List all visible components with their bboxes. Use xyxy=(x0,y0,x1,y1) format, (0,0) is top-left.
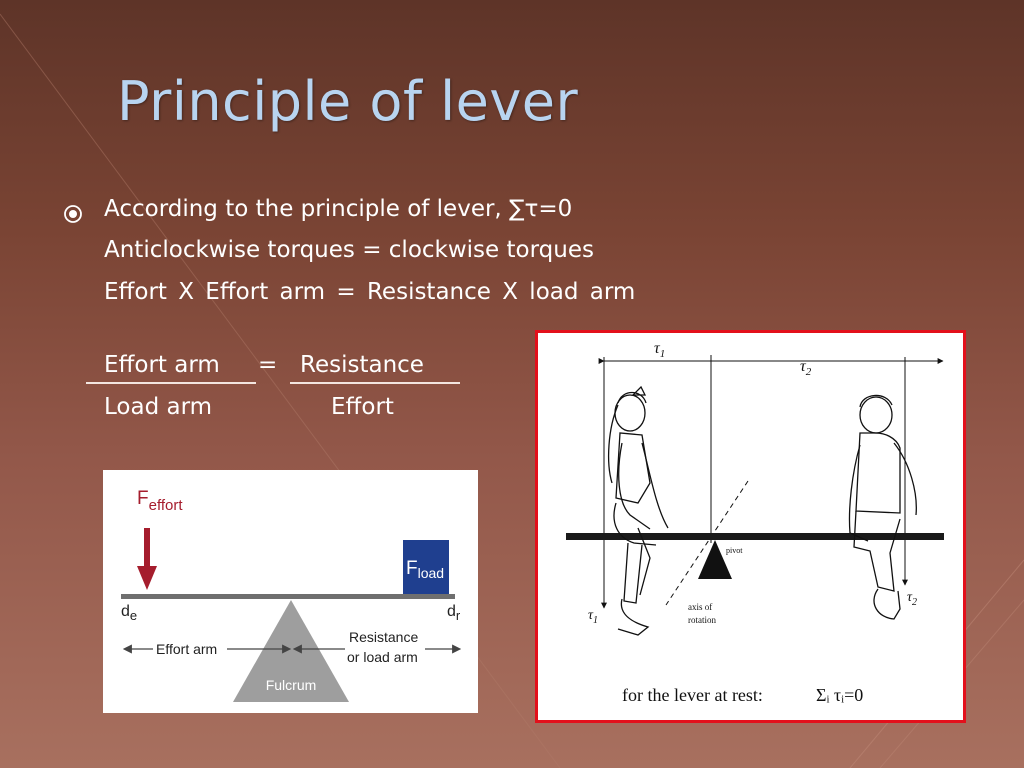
load-box xyxy=(403,540,449,594)
boy-figure xyxy=(848,394,917,620)
fraction-left-numerator: Effort arm xyxy=(104,352,220,378)
fraction-left-denominator: Load arm xyxy=(104,394,213,420)
axis-label-1: axis of xyxy=(688,602,712,612)
seesaw-caption: for the lever at rest: xyxy=(622,685,763,705)
torque-line: Anticlockwise torques = clockwise torque… xyxy=(104,237,594,263)
load-force-label: Fload xyxy=(406,558,444,581)
girl-figure xyxy=(607,385,669,636)
effort-arrow-icon xyxy=(137,528,157,590)
fraction-right-denominator: Effort xyxy=(331,394,394,420)
pivot-label: pivot xyxy=(726,546,743,555)
tau1-top-label: τ1 xyxy=(654,340,665,360)
fraction-bar-left xyxy=(86,382,256,384)
seesaw-diagram: τ1 τ2 pivot axis of rotation xyxy=(535,330,966,723)
fraction-right-numerator: Resistance xyxy=(300,352,424,378)
principle-line: According to the principle of lever, ∑τ=… xyxy=(104,196,573,222)
seesaw-equation: Σᵢ τᵢ=0 xyxy=(816,685,863,705)
tau1-bottom-label: τ1 xyxy=(588,608,598,626)
seesaw-plank xyxy=(566,533,944,540)
effort-force-label: Feffort xyxy=(137,488,183,514)
resistance-arm-label-1: Resistance xyxy=(349,629,418,645)
slide-title: Principle of lever xyxy=(117,70,579,133)
tau2-bottom-label: τ2 xyxy=(907,590,917,608)
fulcrum-label: Fulcrum xyxy=(266,677,317,693)
axis-label-2: rotation xyxy=(688,615,716,625)
lever-beam xyxy=(121,594,455,599)
effort-resistance-line: Effort X Effort arm = Resistance X load … xyxy=(104,279,636,305)
fraction-equals: = xyxy=(258,352,278,378)
axis-of-rotation-line xyxy=(665,480,749,606)
dr-label: dr xyxy=(447,603,461,623)
resistance-arm-label-2: or load arm xyxy=(347,649,418,665)
tau2-top-label: τ2 xyxy=(800,358,812,378)
pivot-triangle xyxy=(698,540,732,579)
de-label: de xyxy=(121,603,137,623)
circled-dot-bullet-icon xyxy=(64,205,82,223)
lever-diagram: Feffort Fload Fulcrum de dr Effort arm R… xyxy=(103,470,478,713)
fraction-bar-right xyxy=(290,382,460,384)
effort-arm-label: Effort arm xyxy=(156,641,217,657)
